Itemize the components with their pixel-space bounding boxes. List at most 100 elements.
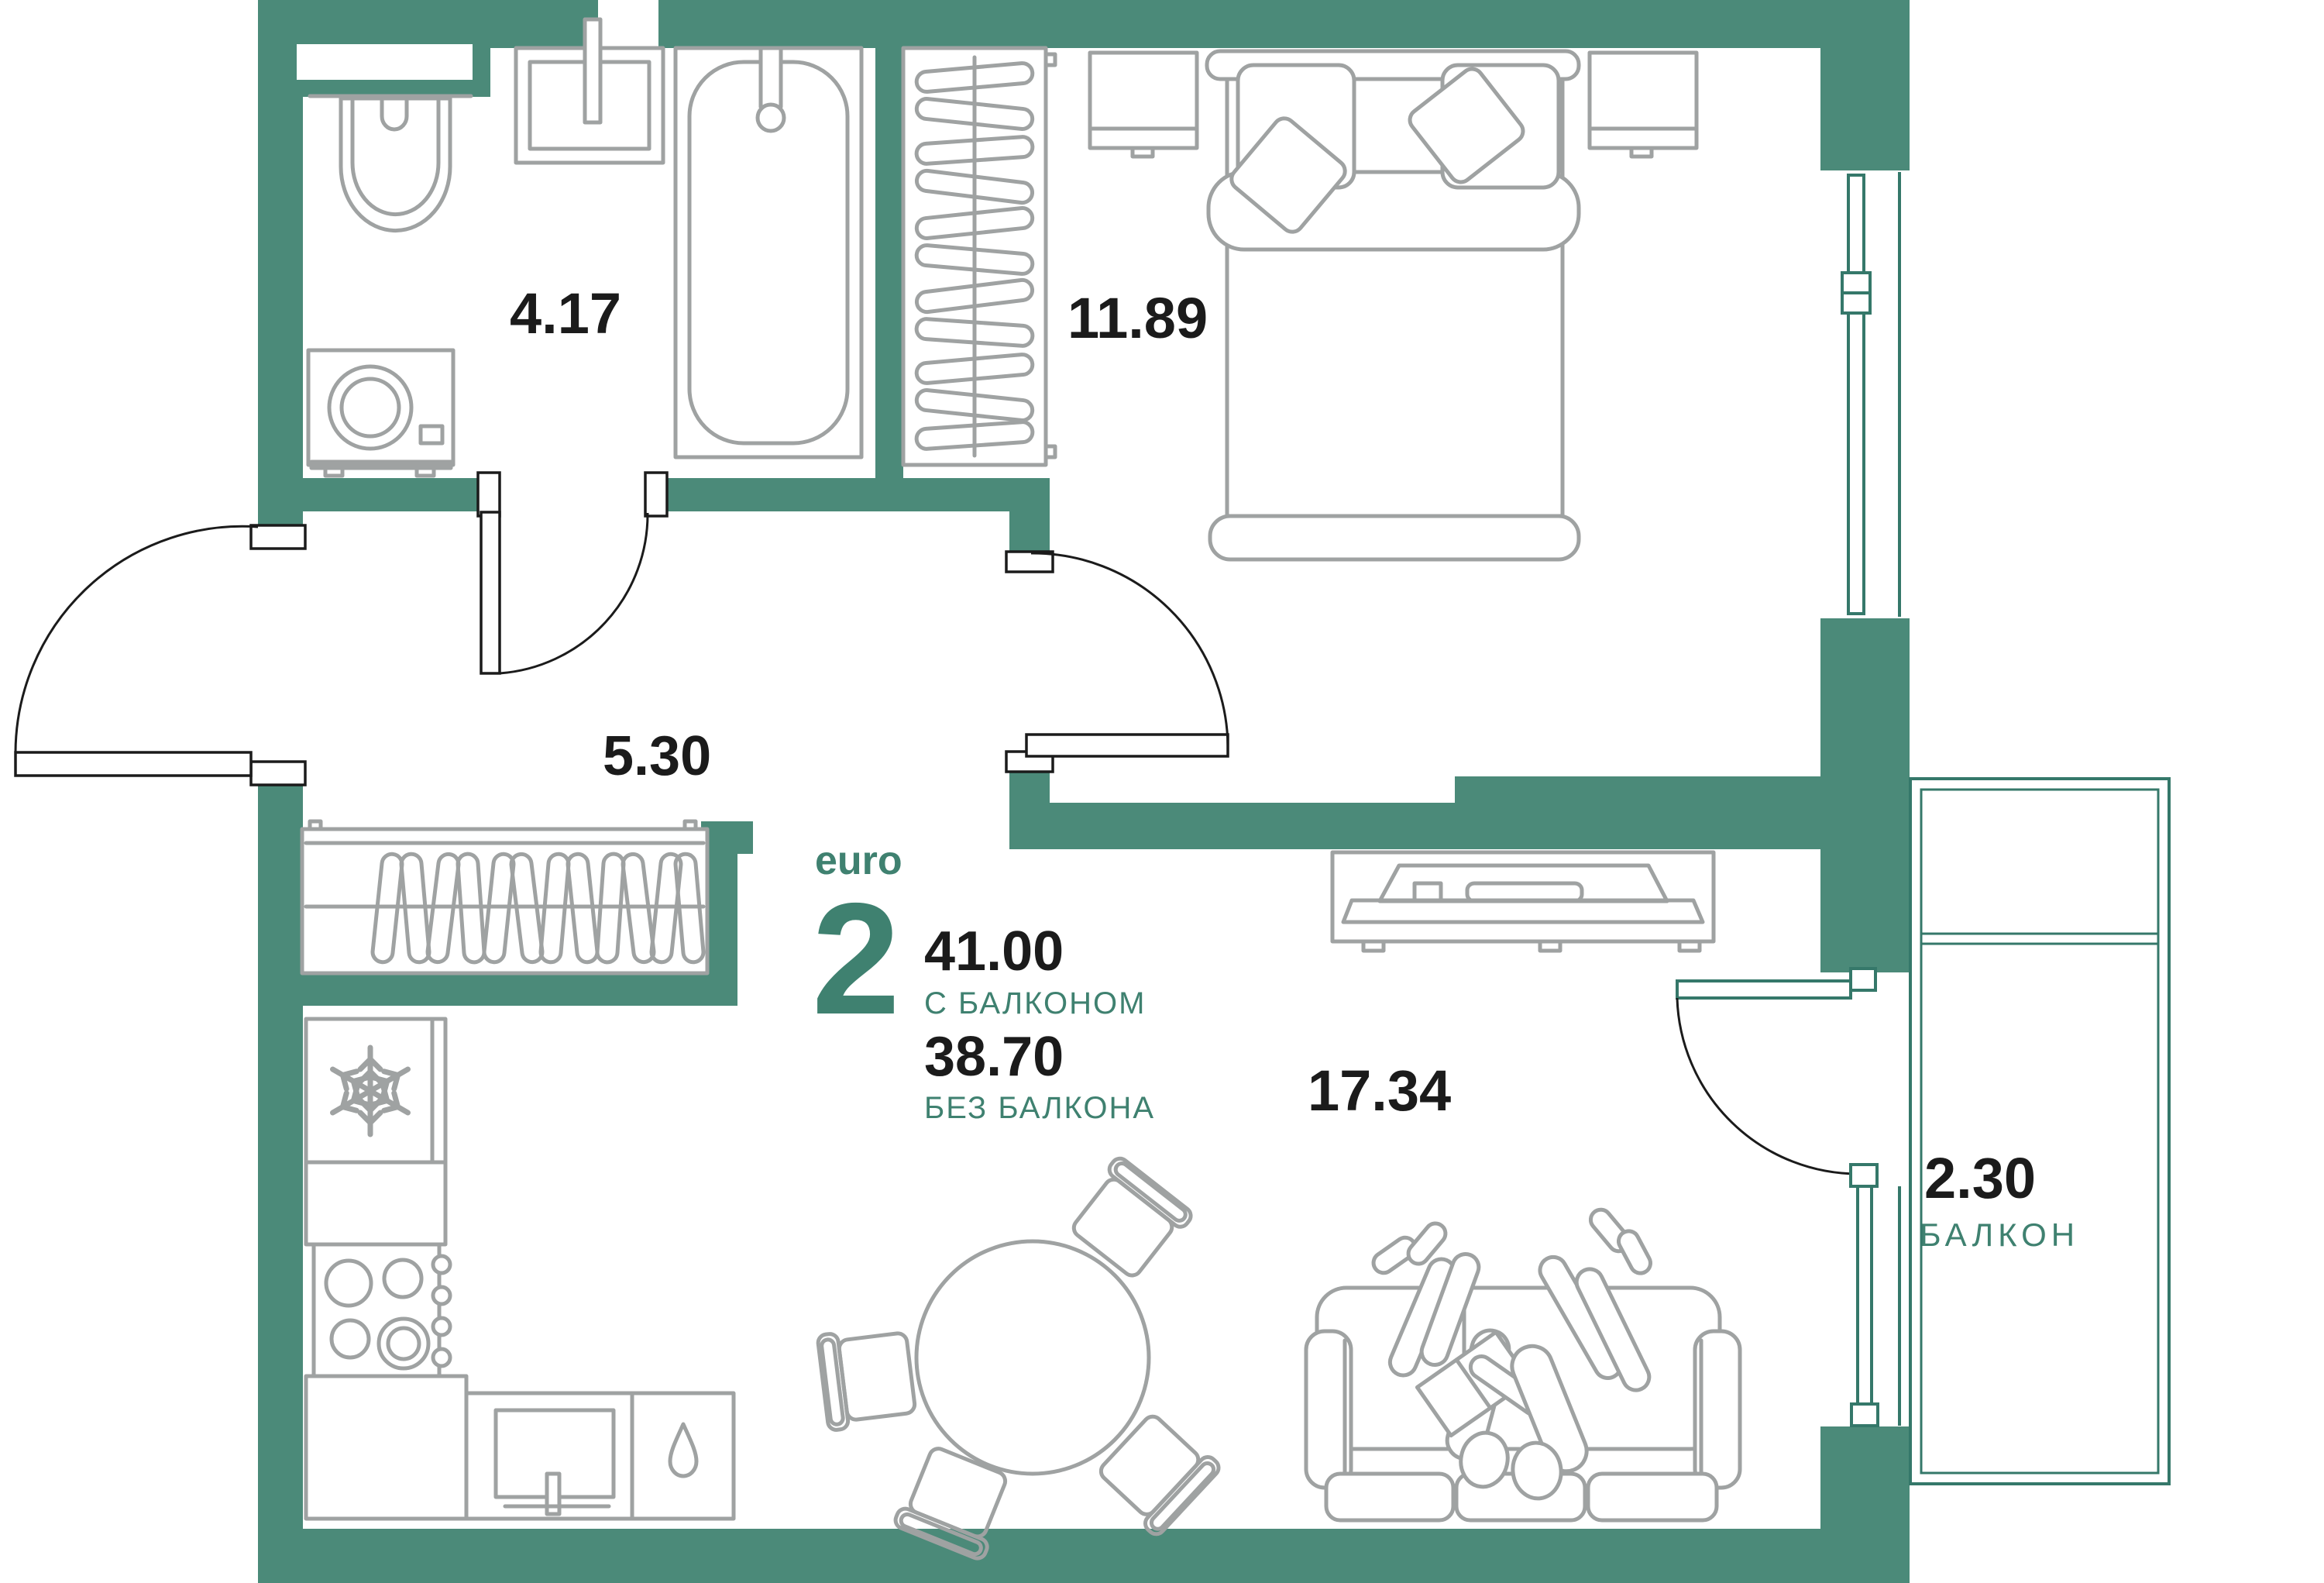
area-without-balcony: 38.70 (924, 1026, 1064, 1088)
balcony-door-jamb (1849, 1163, 1879, 1188)
bed-deco-pillow (1229, 116, 1347, 234)
nightstand-foot (1130, 146, 1155, 159)
washing-machine (306, 348, 456, 478)
entrance-door-swing-arc (14, 525, 259, 753)
wall-hall-bottom (298, 973, 737, 1006)
bathtub (673, 46, 864, 459)
person-leg (1574, 1267, 1652, 1392)
bedroom-door-leaf (1025, 733, 1229, 758)
person-foot (1406, 1221, 1448, 1266)
wall-left (258, 0, 303, 1583)
stove-knob (431, 1285, 452, 1306)
fridge (304, 1017, 448, 1165)
balcony-outer-rect (1909, 777, 2171, 1485)
with-balcony-label: С БАЛКОНОМ (924, 986, 1146, 1020)
person-right (1468, 1207, 1653, 1501)
bathroom (306, 17, 864, 478)
stove-knob (431, 1347, 452, 1368)
toilet (339, 96, 452, 233)
tv-stand-foot (1538, 939, 1563, 953)
washer-drum-inner (339, 377, 401, 439)
nightstand-left (1088, 50, 1199, 159)
labels: euro 2 41.00 С БАЛКОНОМ 38.70 БЕЗ БАЛКОН… (510, 281, 2075, 1253)
bed-deco-pillow (1408, 67, 1525, 184)
stove-knob (431, 1316, 452, 1337)
washer-drum (327, 364, 414, 451)
hall-wardrobe-bracket (308, 819, 323, 831)
wall-bedroom-door-top (1009, 478, 1050, 558)
washer-foot (323, 466, 345, 478)
wardrobe-bracket (1043, 52, 1057, 67)
without-balcony-label: БЕЗ БАЛКОНА (924, 1091, 1155, 1125)
stove-pan (376, 1316, 431, 1371)
room-area-balcony: 2.30 (1924, 1146, 2036, 1210)
stove-knob (431, 1254, 452, 1275)
room-area-bedroom: 11.89 (1067, 286, 1208, 350)
dining-table (914, 1239, 1151, 1476)
kitchen-sink-unit (464, 1391, 634, 1521)
nightstand-foot (1629, 146, 1654, 159)
wardrobe-bracket (1043, 444, 1057, 459)
balcony-door-leaf (1676, 979, 1852, 1000)
wall-bathroom-bottom-right (647, 478, 1050, 511)
nightstand-box (1587, 50, 1699, 150)
hall-wardrobe-bracket (682, 819, 698, 831)
stove-burner (324, 1258, 373, 1308)
sofa-cushion (1586, 1471, 1719, 1523)
balcony-door (1676, 967, 1901, 1427)
bedroom-wardrobe (901, 46, 1057, 467)
window-handle-box (1841, 271, 1872, 294)
tv-stand-foot (1677, 939, 1702, 953)
kitchen-corner-counter (304, 1374, 469, 1521)
room-area-bathroom: 4.17 (510, 281, 621, 346)
window-handle-box (1841, 291, 1872, 315)
bedroom (901, 46, 1699, 562)
window-sash-lower (1847, 307, 1865, 615)
apartment-type-label: euro (815, 838, 902, 883)
bedroom-window (1841, 172, 1901, 617)
wall-bottom (258, 1529, 1910, 1583)
tv-stand (1330, 850, 1716, 953)
bed-footboard (1208, 514, 1581, 562)
drop-icon (668, 1422, 699, 1478)
stove-burner (329, 1318, 371, 1360)
wall-bedroom-door-bottom (1009, 770, 1050, 804)
book-spine (1454, 1358, 1493, 1410)
person-foot (1616, 1229, 1653, 1275)
washer-detergent-box (418, 424, 445, 446)
balcony-door-hinge-jamb (1849, 967, 1877, 992)
wall-right-top (1820, 0, 1910, 170)
person-head (1511, 1440, 1563, 1501)
bathroom-jamb-left (476, 471, 501, 518)
area-with-balcony: 41.00 (924, 921, 1064, 982)
walls (258, 0, 1910, 1583)
kitchen-counter (304, 1160, 448, 1247)
bed (1205, 49, 1581, 562)
stove-burner (382, 1258, 424, 1299)
stove-pan-inner (386, 1326, 421, 1361)
bathroom-sink (514, 17, 665, 165)
toilet-bowl-inner (350, 96, 441, 217)
wall-hall-stub-notch (737, 821, 753, 854)
entrance-jamb-top (249, 524, 307, 550)
cistern-niche (297, 44, 473, 80)
entrance-door-leaf (14, 751, 253, 777)
washer-base (309, 459, 453, 470)
wall-vent-gap (598, 0, 658, 48)
bathroom-door-leaf (480, 511, 501, 675)
washer-foot (414, 466, 436, 478)
nightstand-right (1587, 50, 1699, 159)
kitchen (304, 1017, 736, 1521)
kitchen-end-unit (630, 1391, 736, 1521)
wall-top (490, 0, 1910, 48)
sofa-cushion (1324, 1471, 1456, 1523)
person-head (1459, 1430, 1510, 1489)
living-room (817, 850, 1742, 1561)
room-area-living: 17.34 (1308, 1058, 1451, 1123)
entrance-door (14, 524, 307, 786)
bathroom-jamb-right (644, 471, 669, 518)
wall-living-top-left (1009, 803, 1455, 849)
bathroom-door-swing-arc (499, 512, 649, 675)
entrance-opening (258, 547, 303, 762)
